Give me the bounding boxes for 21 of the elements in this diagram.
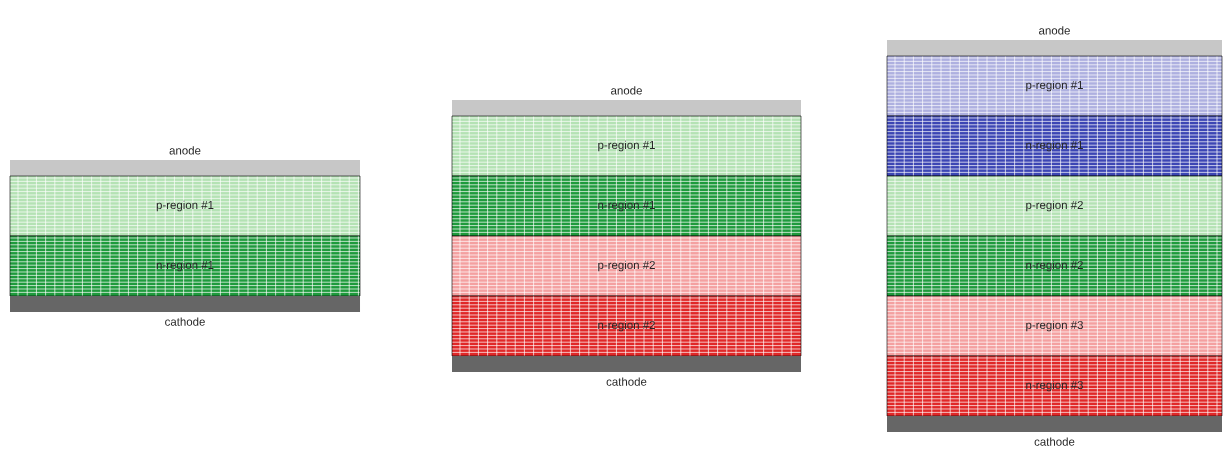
region-band: p-region #2 [451, 235, 802, 297]
region-band: n-region #3 [886, 355, 1223, 417]
region-band: n-region #1 [886, 115, 1223, 177]
electrode-bar: anode [452, 86, 801, 116]
region-band: p-region #1 [451, 115, 802, 177]
region-band: n-region #2 [451, 295, 802, 357]
region-band: p-region #1 [886, 55, 1223, 117]
node-label: cathode [1034, 437, 1075, 446]
electrode-bar: cathode [887, 416, 1222, 446]
region-band: p-region #3 [886, 295, 1223, 357]
node-label: anode [611, 86, 642, 95]
node-label: cathode [606, 377, 647, 386]
node-label: anode [1039, 26, 1070, 35]
region-band: p-region #2 [886, 175, 1223, 237]
node-label: cathode [165, 317, 205, 326]
electrode-bar: cathode [452, 356, 801, 386]
electrode-bar: cathode [10, 296, 360, 326]
region-band: p-region #1 [9, 175, 361, 237]
node-label: anode [169, 146, 201, 155]
electrode-bar: anode [10, 146, 360, 176]
electrode-bar: anode [887, 26, 1222, 56]
